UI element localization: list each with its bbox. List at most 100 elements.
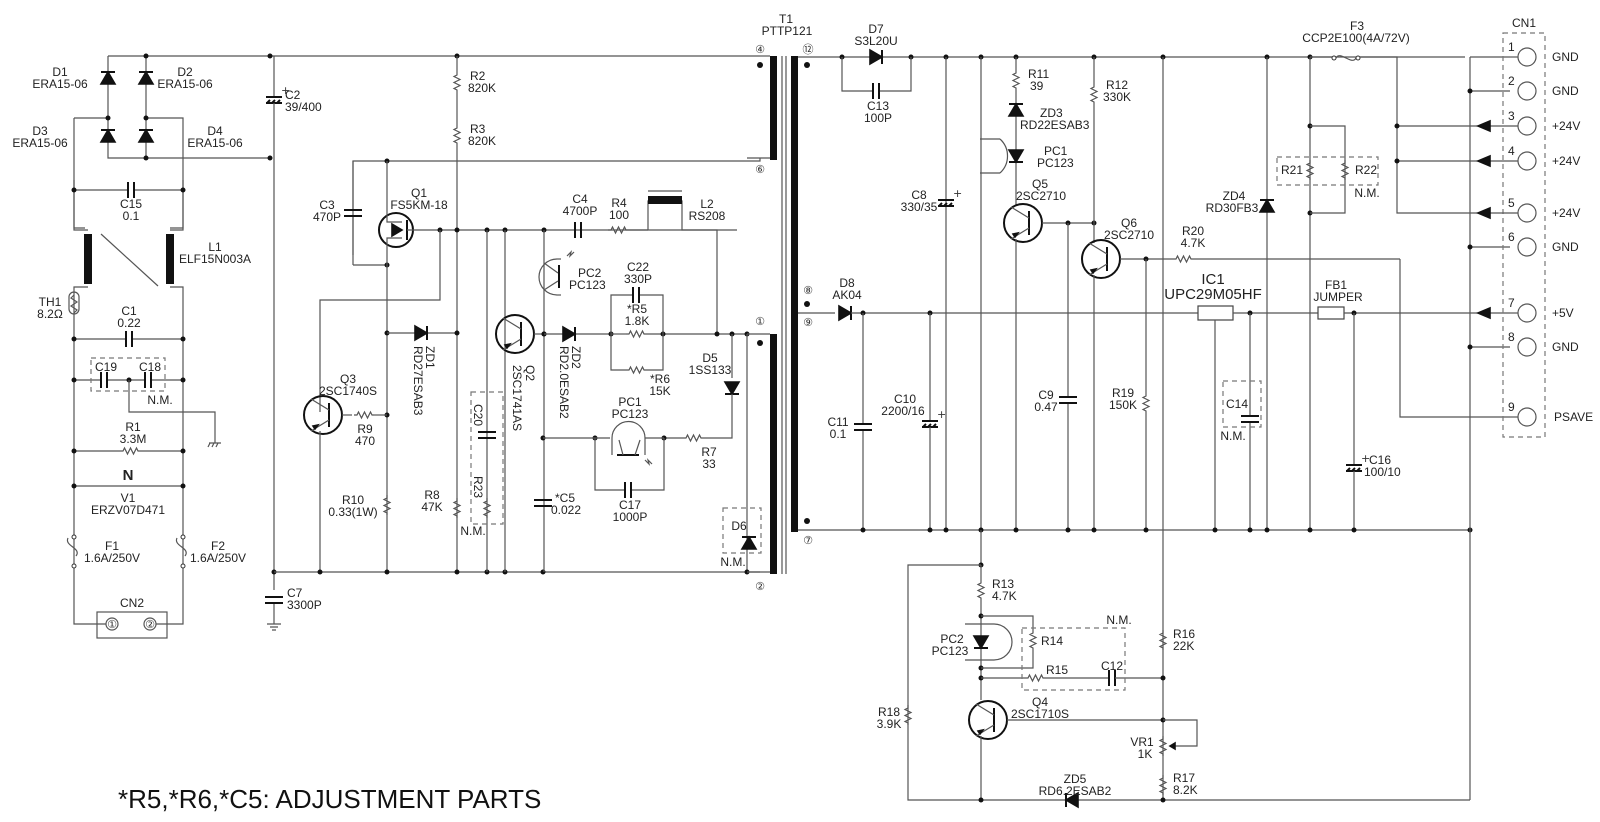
c17-ref: C17	[619, 498, 641, 512]
c5-ref: *C5	[555, 491, 575, 505]
t1-pin-7: ⑦	[803, 534, 813, 547]
feedback-network	[533, 190, 762, 575]
r14-r15-c12-nm: N.M.	[1106, 613, 1131, 627]
vr1-value: 1K	[1138, 747, 1153, 761]
bridge-rectifier	[73, 53, 760, 229]
d8-ref: D8	[839, 276, 855, 290]
nm-box-d6	[722, 507, 762, 554]
r9-value: 470	[355, 434, 375, 448]
capacitor-c11	[853, 423, 873, 431]
r9-ref: R9	[357, 422, 373, 436]
c11-value: 0.1	[830, 427, 847, 441]
cn1-pin-2-num: 2	[1508, 74, 1515, 88]
c4-value: 4700P	[563, 204, 598, 218]
nm-box-r21-r22	[1276, 156, 1379, 186]
r14-ref: R14	[1041, 634, 1063, 648]
cn1-pin-7-terminal	[1517, 303, 1537, 323]
th1-value: 8.2Ω	[37, 307, 63, 321]
r1-ref: R1	[125, 420, 141, 434]
d8-value: AK04	[832, 288, 862, 302]
capacitor-c9	[1058, 396, 1078, 404]
fb1-ref: FB1	[1325, 278, 1347, 292]
f2-ref: F2	[211, 539, 225, 553]
zener-zd4	[1259, 199, 1275, 213]
r11-ref: R11	[1028, 67, 1049, 81]
led-pc2	[973, 635, 989, 649]
l1-ref: L1	[208, 240, 222, 254]
c3-value: 470P	[313, 210, 341, 224]
c18-c19-nm: N.M.	[147, 393, 172, 407]
cn1-pin-4-num: 4	[1508, 144, 1515, 158]
resistor-r6	[625, 366, 647, 374]
secondary-5v	[798, 305, 1510, 530]
q5-value: 2SC2710	[1016, 189, 1066, 203]
t1-pin-12: ⑫	[803, 43, 814, 56]
f2-value: 1.6A/250V	[190, 551, 246, 565]
r4-ref: R4	[611, 196, 627, 210]
r16-value: 22K	[1173, 639, 1194, 653]
cn1-pin-3-num: 3	[1508, 109, 1515, 123]
cn1-pin-9-terminal	[1517, 407, 1537, 427]
c16-value: 100/10	[1364, 465, 1401, 479]
q2-value: 2SC1741AS	[510, 365, 524, 431]
resistor-r2	[453, 71, 461, 93]
cn2-pin-2: ②	[145, 618, 155, 631]
ground-icon	[267, 623, 281, 631]
zd4-value: RD30FB3	[1206, 201, 1259, 215]
t1-pin-4: ④	[755, 43, 765, 56]
c13-value: 100P	[864, 111, 892, 125]
cn1-ref: CN1	[1512, 16, 1536, 30]
d7-ref: D7	[868, 22, 884, 36]
capacitor-c14	[1240, 415, 1260, 423]
r20-ref: R20	[1182, 224, 1204, 238]
cn1-pin-2-signal: GND	[1552, 84, 1579, 98]
r22-ref: R22	[1355, 163, 1377, 177]
q6-value: 2SC2710	[1104, 228, 1154, 242]
pc1-ref: PC1	[618, 395, 642, 409]
cn1-pin-6-num: 6	[1508, 230, 1515, 244]
capacitor-c10	[921, 407, 948, 428]
transformer-t1	[747, 55, 810, 574]
resistor-r3	[453, 124, 461, 146]
d6-ref: D6	[731, 519, 747, 533]
c9-ref: C9	[1038, 388, 1054, 402]
overvoltage-protection	[904, 530, 1470, 808]
inductor-l2-core	[648, 196, 682, 204]
r12-value: 330K	[1103, 90, 1131, 104]
c4-ref: C4	[572, 192, 588, 206]
capacitor-c18	[144, 371, 152, 389]
phototransistor-pc1	[611, 420, 646, 455]
l2-value: RS208	[689, 209, 726, 223]
c10-ref: C10	[894, 392, 916, 406]
bulk-capacitors	[264, 56, 760, 631]
q2-ref: Q2	[523, 365, 537, 381]
resistor-r20	[1172, 255, 1194, 263]
fuse-f1	[66, 537, 78, 557]
r5-ref: *R5	[627, 302, 647, 316]
cn1-pin-1-signal: GND	[1552, 50, 1579, 64]
c9-value: 0.47	[1034, 400, 1058, 414]
cn1-pin-8-terminal	[1517, 337, 1537, 357]
secondary-24v	[798, 49, 1510, 800]
pc1b-value: PC123	[1037, 156, 1074, 170]
cn1-pin-6-signal: GND	[1552, 240, 1579, 254]
zd4-ref: ZD4	[1223, 189, 1246, 203]
phototransistor-pc2	[538, 258, 558, 296]
capacitor-c7	[264, 596, 284, 604]
q4-value: 2SC1710S	[1011, 707, 1069, 721]
resistor-r11	[1012, 69, 1020, 91]
r23-ref: R23	[471, 476, 485, 498]
diode-d1	[100, 71, 116, 85]
pc2-ref: PC2	[578, 266, 602, 280]
r17-ref: R17	[1173, 771, 1195, 785]
t1-pin-2: ②	[755, 580, 765, 593]
c8-ref: C8	[911, 188, 927, 202]
r19-value: 150K	[1109, 398, 1137, 412]
r7-ref: R7	[701, 445, 717, 459]
zd5-ref: ZD5	[1064, 772, 1087, 786]
transistor-q3	[303, 395, 343, 435]
nm-box-r14-r15-c12	[1021, 627, 1126, 691]
diode-d5	[724, 381, 740, 395]
resistor-r19	[1142, 392, 1150, 414]
q3-value: 2SC1740S	[319, 384, 377, 398]
